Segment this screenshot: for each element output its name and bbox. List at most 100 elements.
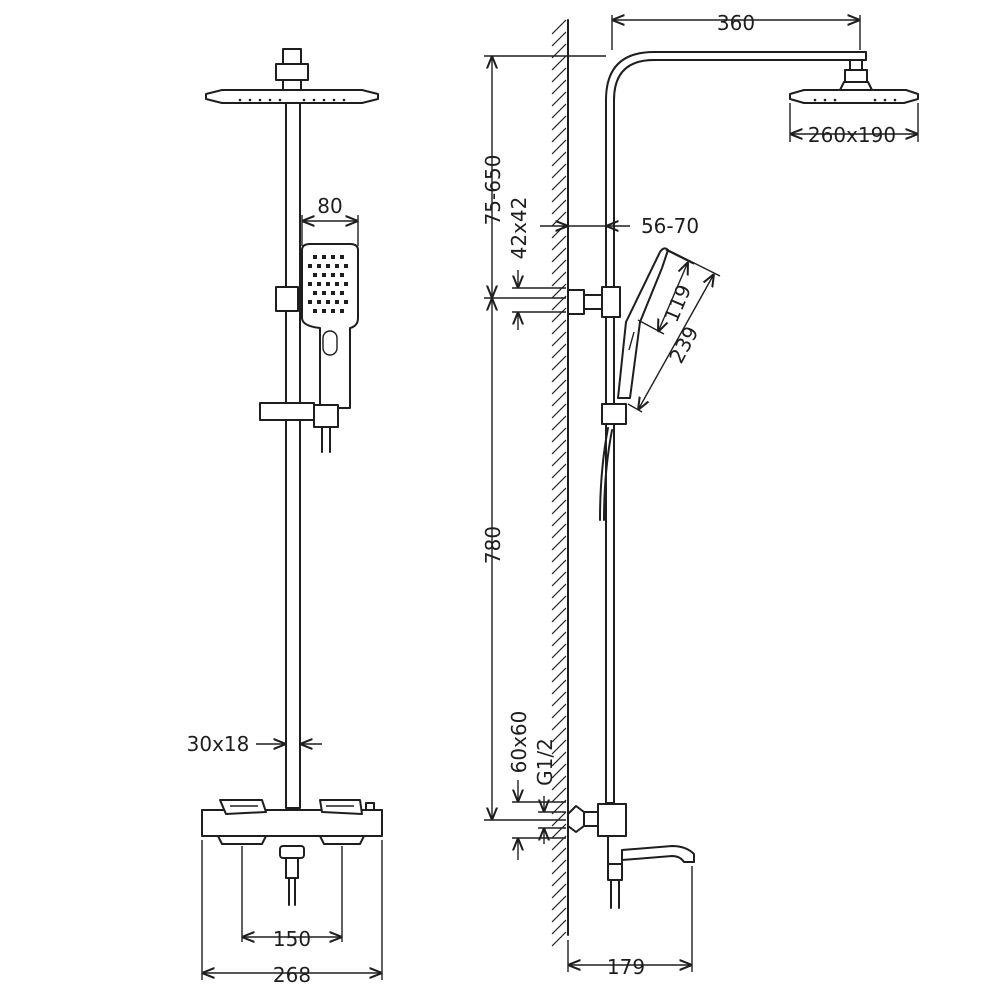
hatch-line [551,583,567,599]
hand-shower-front [301,243,359,409]
dim-text-spout-projection: 179 [607,955,645,979]
dim-rail-section: 30x18 [187,732,322,756]
hatch-line [551,55,567,71]
dim-mixer-width: 268 [201,840,383,987]
hatch-line [551,151,567,167]
hand-nozzle-grid [308,255,348,313]
hatch-line [551,643,567,659]
hatch-line [551,775,567,791]
hatch-line [551,235,567,251]
hatch-line [551,883,567,899]
head-swivel [275,63,309,81]
hatch-line [551,571,567,587]
hatch-line [551,619,567,635]
hatch-line [551,499,567,515]
hatch-line [551,607,567,623]
slider-holder [259,402,315,421]
dim-arm-length: 360 [611,11,861,50]
hatch-line [551,67,567,83]
side-view: 360 260x190 75-650 42x42 [481,11,919,979]
hatch-line [551,727,567,743]
hatch-line [551,907,567,923]
side-head-neck [839,81,873,91]
hatch-line [551,931,567,947]
head-neck [282,79,302,91]
hatch-line [551,163,567,179]
dim-text-wall-offset: 56-70 [641,214,699,238]
side-head-connector [849,59,863,71]
dim-text-mixer-width: 268 [273,963,311,987]
hatch-line [551,859,567,875]
hatch-line [551,763,567,779]
side-inlet-escutcheon [567,805,585,833]
hatch-line [551,475,567,491]
hatch-line [551,691,567,707]
hatch-line [551,31,567,47]
hatch-line [551,667,567,683]
hatch-line [551,451,567,467]
side-mixer-body [597,803,627,837]
hatch-line [551,739,567,755]
hatch-line [551,415,567,431]
wall-hatch [551,19,567,947]
hatch-line [551,283,567,299]
dim-height-range: 75-650 [481,55,606,298]
hatch-line [551,343,567,359]
hatch-line [551,823,567,839]
dim-inlet-spacing: 150 [241,846,343,951]
side-hose [599,427,613,521]
hatch-line [551,91,567,107]
hatch-line [551,811,567,827]
dim-hand-width: 80 [301,194,359,246]
hatch-line [551,847,567,863]
hatch-line [551,367,567,383]
hatch-line [551,259,567,275]
hatch-line [551,439,567,455]
dim-text-height-range: 75-650 [481,155,505,226]
hatch-line [551,679,567,695]
thermostatic-mixer-front [201,799,383,845]
hatch-line [551,715,567,731]
hatch-line [551,19,567,35]
side-outlet-hose [610,879,620,909]
dim-text-bracket-size: 42x42 [507,197,531,260]
side-inlet-nut [583,811,599,827]
hatch-line [551,703,567,719]
holder-clip [313,404,339,428]
hatch-line [551,463,567,479]
overhead-shower-head [205,89,379,104]
rail-with-arm [605,51,867,804]
hatch-line [551,871,567,887]
front-view: 80 30x18 150 268 [187,48,383,987]
dim-bracket-size: 42x42 [484,197,566,330]
hose-front [321,426,331,453]
hatch-line [551,139,567,155]
dim-text-hand-length: 239 [664,322,703,367]
hatch-line [551,127,567,143]
vertical-rail [285,102,301,809]
dim-head-size: 260x190 [789,103,919,147]
dim-text-inlet-spacing: 150 [273,927,311,951]
hatch-line [551,103,567,119]
hatch-line [551,631,567,647]
outlet-hose [288,877,296,906]
bottom-outlet [279,845,305,859]
hatch-line [551,247,567,263]
dim-text-thread: G1/2 [533,738,557,786]
hatch-line [551,655,567,671]
hatch-line [551,187,567,203]
dim-text-rail-section: 30x18 [187,732,250,756]
hatch-line [551,319,567,335]
hatch-line [551,199,567,215]
hatch-line [551,751,567,767]
hatch-line [551,175,567,191]
dim-spout-projection: 179 [567,866,693,979]
head-connector [282,48,302,66]
dim-hand-length: 239 [627,249,721,413]
dim-text-head-size: 260x190 [808,123,896,147]
wall-bracket-plate [567,289,585,315]
dim-text-arm-length: 360 [717,11,755,35]
hatch-line [551,79,567,95]
bath-spout [607,836,695,865]
